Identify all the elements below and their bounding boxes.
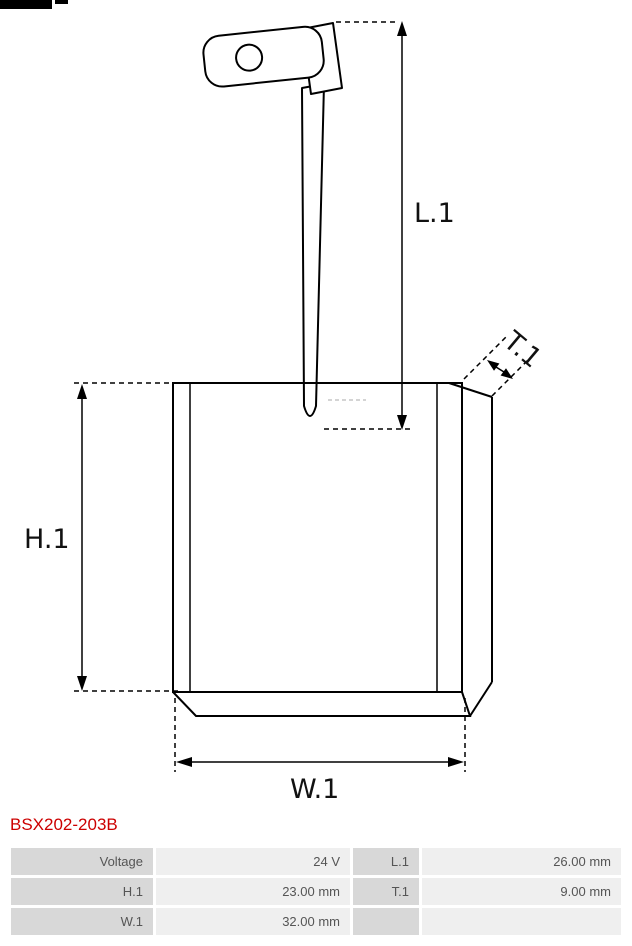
dim-label-w1: W.1 bbox=[290, 774, 339, 804]
spec-value-l1: 26.00 mm bbox=[422, 848, 621, 875]
terminal-eyelet bbox=[202, 25, 325, 88]
part-number: BSX202-203B bbox=[10, 815, 118, 834]
dimension-t1: T.1 bbox=[463, 325, 548, 397]
dim-label-t1: T.1 bbox=[497, 325, 548, 374]
arrowhead-se bbox=[500, 368, 513, 379]
dimension-l1: L.1 bbox=[324, 21, 455, 430]
spec-label-l1: L.1 bbox=[353, 848, 419, 875]
dimension-h1: H.1 bbox=[24, 382, 180, 692]
body-chamfer-edge bbox=[448, 382, 493, 398]
spec-value-w1: 32.00 mm bbox=[156, 908, 350, 935]
spec-label-t1: T.1 bbox=[353, 878, 419, 905]
arrowhead-up bbox=[397, 21, 407, 36]
arrowhead-down bbox=[397, 415, 407, 430]
lead-wire bbox=[301, 83, 325, 417]
spec-row: W.1 32.00 mm bbox=[11, 908, 621, 935]
arrowhead-left bbox=[176, 757, 192, 767]
arrowhead-nw bbox=[487, 360, 500, 371]
spec-label-voltage: Voltage bbox=[11, 848, 153, 875]
dim-label-h1: H.1 bbox=[24, 524, 70, 555]
terminal-hole bbox=[235, 43, 264, 72]
dim-label-l1: L.1 bbox=[414, 198, 455, 229]
arrowhead-right bbox=[448, 757, 464, 767]
spec-label-h1: H.1 bbox=[11, 878, 153, 905]
spec-label-empty bbox=[353, 908, 419, 935]
dimension-w1: W.1 bbox=[174, 698, 466, 805]
body-side-bottom-edge bbox=[469, 681, 493, 717]
spec-value-voltage: 24 V bbox=[156, 848, 350, 875]
arrowhead-down bbox=[77, 676, 87, 691]
body-bottom-face bbox=[172, 691, 472, 717]
spec-label-w1: W.1 bbox=[11, 908, 153, 935]
spec-value-t1: 9.00 mm bbox=[422, 878, 621, 905]
brush-technical-drawing: L.1 H.1 W.1 T.1 bbox=[0, 0, 548, 805]
spec-row: Voltage 24 V L.1 26.00 mm bbox=[11, 848, 621, 875]
spec-value-h1: 23.00 mm bbox=[156, 878, 350, 905]
arrowhead-up bbox=[77, 384, 87, 399]
brush-body bbox=[172, 382, 493, 717]
spec-row: H.1 23.00 mm T.1 9.00 mm bbox=[11, 878, 621, 905]
spec-table: Voltage 24 V L.1 26.00 mm H.1 23.00 mm T… bbox=[8, 845, 624, 938]
body-front-face bbox=[172, 382, 463, 693]
page-crop-artifact bbox=[0, 0, 68, 9]
spec-value-empty bbox=[422, 908, 621, 935]
